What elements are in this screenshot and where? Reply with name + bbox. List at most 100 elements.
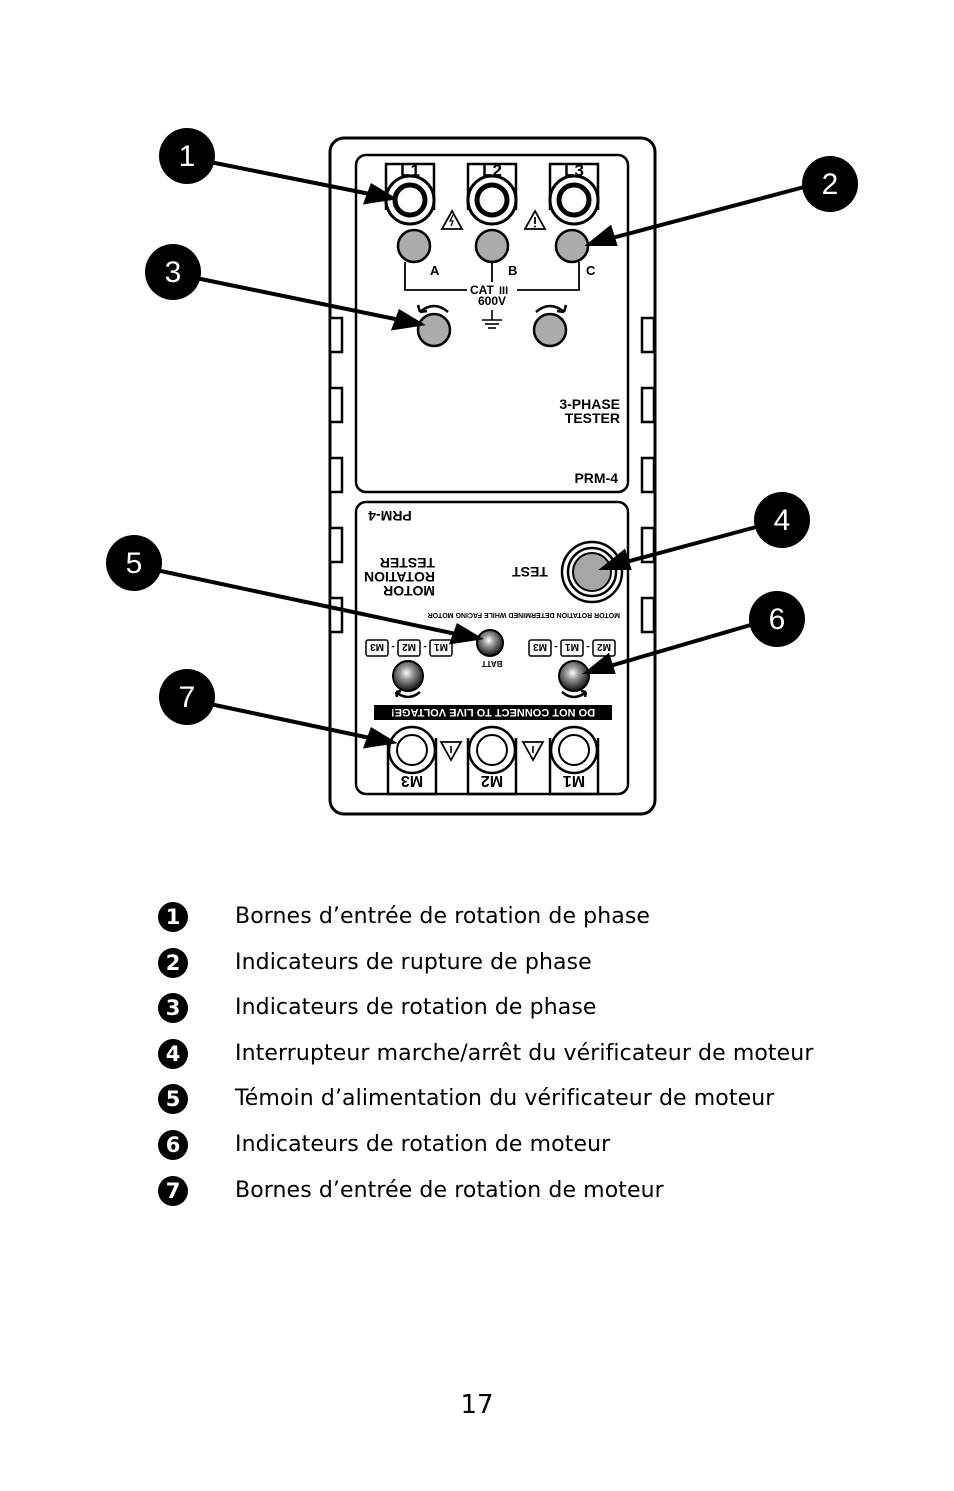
callout-1: 1 bbox=[159, 128, 215, 184]
legend-text: Témoin d’alimentation du vérificateur de… bbox=[235, 1086, 775, 1112]
phase-led-a bbox=[396, 228, 432, 264]
legend-text: Bornes d’entrée de rotation de phase bbox=[235, 904, 651, 929]
legend-item: 5 Témoin d’alimentation du vérificateur … bbox=[158, 1080, 878, 1126]
legend-item: 3 Indicateurs de rotation de phase bbox=[158, 989, 878, 1035]
legend-text: Interrupteur marche/arrêt du vérificateu… bbox=[235, 1040, 814, 1066]
legend-text: Indicateurs de rupture de phase bbox=[235, 949, 592, 975]
motor-title-line2: ROTATION bbox=[364, 569, 435, 585]
cw-arrow-icon bbox=[561, 691, 587, 699]
svg-text:M3: M3 bbox=[370, 641, 384, 652]
terminal-m1-label: M1 bbox=[563, 772, 585, 789]
sequence-right: M2 - M1 - M3 bbox=[528, 639, 616, 657]
callout-7: 7 bbox=[159, 669, 215, 725]
phase-label-c: C bbox=[586, 263, 596, 278]
callout-5: 5 bbox=[106, 535, 162, 591]
motor-direction-note: MOTOR ROTATION DETERMINED WHILE FACING M… bbox=[428, 611, 620, 618]
svg-text:3: 3 bbox=[165, 256, 182, 289]
svg-text:-: - bbox=[554, 641, 557, 652]
svg-text:M2: M2 bbox=[597, 641, 611, 652]
legend-item: 1 Bornes d’entrée de rotation de phase bbox=[158, 898, 878, 944]
legend-item: 2 Indicateurs de rupture de phase bbox=[158, 944, 878, 990]
terminal-l2[interactable]: L2 bbox=[466, 161, 518, 226]
callout-6: 6 bbox=[749, 591, 805, 647]
legend-number: 5 bbox=[158, 1084, 188, 1115]
legend-list: 1 Bornes d’entrée de rotation de phase 2… bbox=[158, 898, 878, 1217]
test-button[interactable] bbox=[560, 540, 624, 604]
cat-roman: III bbox=[499, 285, 508, 297]
svg-text:M2: M2 bbox=[402, 641, 416, 652]
warning-triangle-icon bbox=[439, 741, 463, 762]
callout-4: 4 bbox=[754, 492, 810, 548]
phase-label-b: B bbox=[508, 263, 517, 278]
ccw-arrow-icon bbox=[419, 304, 449, 313]
legend-text: Indicateurs de rotation de phase bbox=[235, 995, 597, 1021]
model-label: PRM-4 bbox=[574, 470, 618, 486]
svg-text:6: 6 bbox=[769, 603, 786, 636]
page-number: 17 bbox=[460, 1390, 494, 1420]
rotation-led-left bbox=[416, 312, 452, 348]
terminal-m3[interactable]: M3 bbox=[386, 725, 438, 796]
phase-indicators bbox=[396, 228, 590, 264]
device-diagram: L1 L2 L3 A B C CAT III 600V bbox=[106, 128, 858, 816]
cat-label: CAT bbox=[470, 283, 494, 297]
legend-number: 6 bbox=[158, 1129, 188, 1160]
svg-text:1: 1 bbox=[179, 140, 196, 173]
legend-number: 4 bbox=[158, 1038, 188, 1069]
motor-title-line1: MOTOR bbox=[383, 583, 435, 599]
motor-rotation-led-left bbox=[392, 660, 424, 692]
svg-text:2: 2 bbox=[822, 168, 839, 201]
phase-label-a: A bbox=[430, 263, 440, 278]
voltage-label: 600V bbox=[478, 294, 506, 308]
terminal-l1[interactable]: L1 bbox=[384, 161, 436, 226]
ground-icon bbox=[482, 310, 502, 329]
motor-rotation-led-right bbox=[558, 660, 590, 692]
terminal-m1[interactable]: M1 bbox=[548, 725, 600, 796]
svg-text:4: 4 bbox=[774, 504, 791, 537]
terminal-m3-label: M3 bbox=[401, 772, 423, 789]
warning-triangle-icon bbox=[440, 209, 464, 230]
legend-text: Bornes d’entrée de rotation de moteur bbox=[235, 1177, 664, 1203]
svg-text:7: 7 bbox=[179, 681, 196, 714]
svg-text:M1: M1 bbox=[434, 641, 448, 652]
warning-bar bbox=[374, 705, 612, 720]
svg-text:-: - bbox=[423, 641, 426, 652]
terminal-l1-label: L1 bbox=[400, 161, 420, 180]
callout-3: 3 bbox=[145, 244, 201, 300]
batt-label: BATT bbox=[482, 659, 503, 668]
ccw-arrow-icon bbox=[395, 691, 421, 699]
model-label-inverted: PRM-4 bbox=[368, 508, 412, 524]
legend-number: 2 bbox=[158, 947, 188, 978]
warning-text: DO NOT CONNECT TO LIVE VOLTAGE! bbox=[391, 706, 595, 718]
legend-item: 4 Interrupteur marche/arrêt du vérificat… bbox=[158, 1035, 878, 1081]
cw-arrow-icon bbox=[535, 304, 565, 313]
test-label: TEST bbox=[512, 564, 548, 580]
legend-number: 1 bbox=[158, 902, 188, 932]
rotation-led-right bbox=[532, 312, 568, 348]
legend-item: 6 Indicateurs de rotation de moteur bbox=[158, 1126, 878, 1172]
callout-arrows bbox=[155, 160, 809, 749]
svg-text:-: - bbox=[391, 641, 394, 652]
svg-text:M1: M1 bbox=[565, 641, 579, 652]
legend-number: 3 bbox=[158, 993, 188, 1024]
callout-2: 2 bbox=[802, 156, 858, 212]
terminal-m2-label: M2 bbox=[481, 772, 503, 789]
svg-text:5: 5 bbox=[126, 547, 143, 580]
battery-led bbox=[476, 629, 504, 657]
legend-item: 7 Bornes d’entrée de rotation de moteur bbox=[158, 1172, 878, 1218]
terminal-l3-label: L3 bbox=[564, 161, 584, 180]
legend-number: 7 bbox=[158, 1175, 188, 1206]
terminal-m2[interactable]: M2 bbox=[466, 725, 518, 796]
svg-text:-: - bbox=[586, 641, 589, 652]
warning-triangle-icon bbox=[523, 209, 547, 230]
legend-text: Indicateurs de rotation de moteur bbox=[235, 1131, 611, 1157]
phase-led-c bbox=[554, 228, 590, 264]
terminal-l3[interactable]: L3 bbox=[548, 161, 600, 226]
tester-title-line1: 3-PHASE bbox=[559, 396, 620, 412]
tester-title-line2: TESTER bbox=[565, 410, 620, 426]
side-grips bbox=[328, 316, 656, 634]
warning-triangle-icon bbox=[521, 741, 545, 762]
phase-led-b bbox=[474, 228, 510, 264]
motor-title-line3: TESTER bbox=[380, 555, 435, 571]
svg-text:M3: M3 bbox=[533, 641, 547, 652]
terminal-l2-label: L2 bbox=[482, 161, 502, 180]
